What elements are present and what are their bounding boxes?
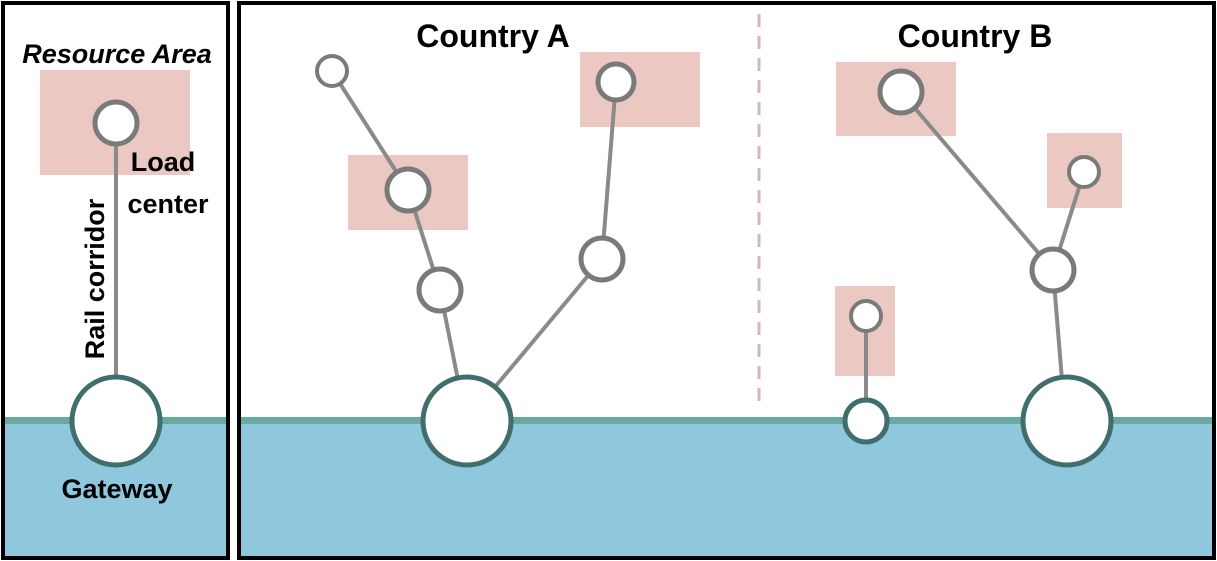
load-center-label-line2: center [127,189,209,219]
gateway-node [842,397,890,445]
gateway-node [420,374,514,468]
load-center-label-line1: Load [131,147,196,177]
load-center-node [595,61,637,103]
country-a-label: Country A [416,18,569,54]
load-center-node [384,166,432,214]
load-center-node [578,235,626,283]
rail-corridor [493,257,604,389]
load-center-node [315,54,349,88]
rail-corridor [600,81,618,260]
load-center-node [1067,155,1101,189]
legend-gateway-node [69,374,163,468]
main-coastline [240,417,1214,424]
country-b-label: Country B [898,18,1053,54]
legend-panel: Resource Area Load center Rail corridor … [1,1,230,560]
gateway-label: Gateway [61,474,172,504]
gateway-node [1020,374,1114,468]
main-frame [237,1,1216,560]
legend-frame [1,1,230,560]
rail-corridor-label: Rail corridor [80,198,110,359]
rail-corridor [899,90,1055,272]
main-panel: Country A Country B [237,1,1216,560]
legend-load-center-node [92,99,140,147]
load-center-node [1029,246,1077,294]
rail-corridor [330,69,410,192]
resource-area-label: Resource Area [22,39,212,69]
load-center-node [877,68,925,116]
load-center-node [416,266,464,314]
load-center-node [849,299,883,333]
